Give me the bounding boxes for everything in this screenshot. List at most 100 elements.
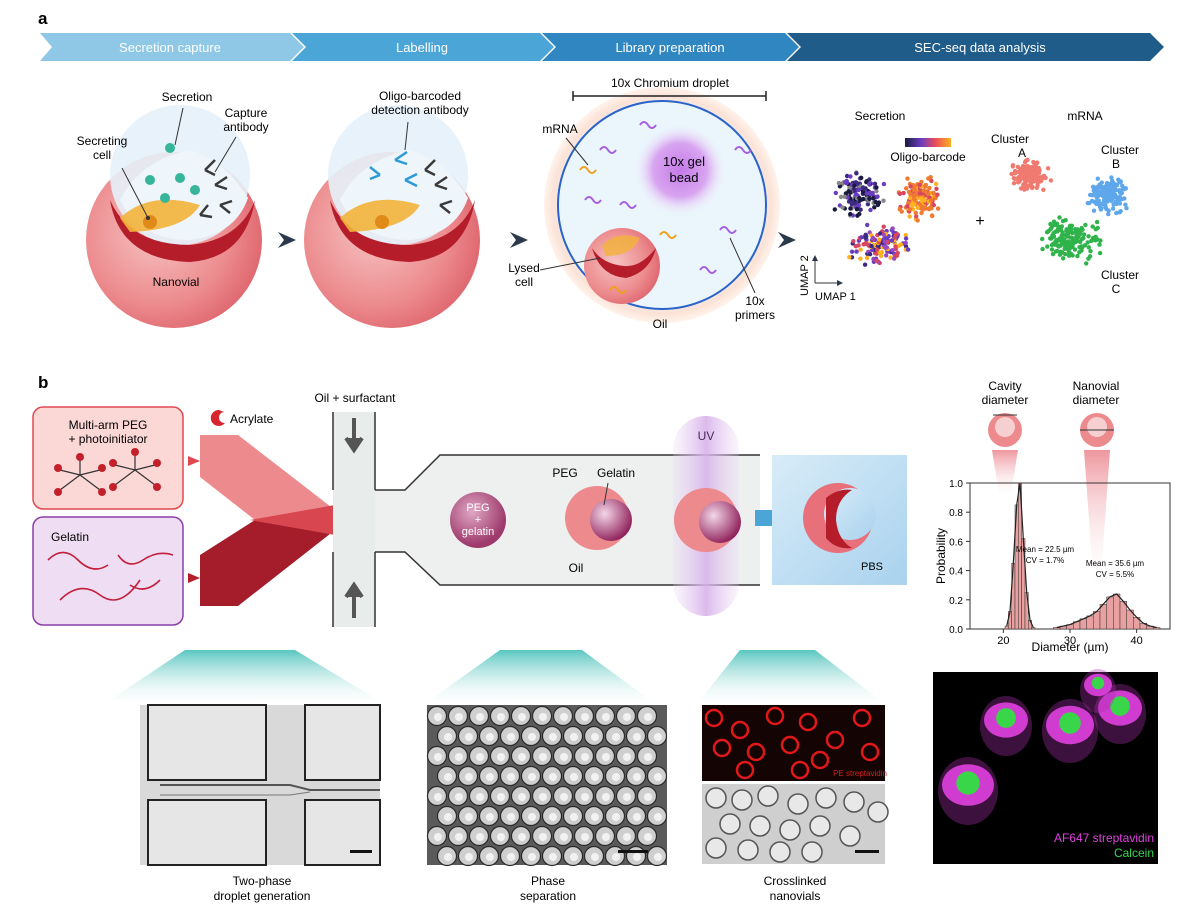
nanovial-brightfield xyxy=(719,813,741,835)
secretion-point xyxy=(904,186,909,191)
mrna-point xyxy=(1103,189,1108,195)
secretion-point xyxy=(856,202,862,208)
histogram-xlabel: Diameter (µm) xyxy=(1032,640,1109,654)
nanovial-fluor xyxy=(704,708,724,728)
mrna-point xyxy=(1023,158,1029,163)
banner-step-1-label: Secretion capture xyxy=(119,40,221,55)
droplet-core xyxy=(518,753,526,761)
secretion-point xyxy=(893,233,898,238)
mrna-point xyxy=(1068,227,1074,232)
mrna-point xyxy=(1097,189,1103,194)
mrna-point xyxy=(1066,250,1072,255)
nanovial-fluor xyxy=(730,720,750,740)
mrna-point xyxy=(1032,172,1037,177)
funnel-2 xyxy=(430,650,650,700)
mrna-point xyxy=(1040,236,1045,242)
secretion-point xyxy=(917,182,922,188)
secretion-point xyxy=(836,180,842,186)
mrna-point xyxy=(1091,208,1097,213)
droplet-core xyxy=(570,853,578,861)
nanovial-brightfield xyxy=(757,785,779,807)
droplet-core xyxy=(497,833,505,841)
mrna-point xyxy=(1017,179,1022,184)
step-arrow-1 xyxy=(278,232,296,248)
mrna-point xyxy=(1097,242,1102,247)
secretion-point xyxy=(872,181,878,186)
calcein-cell xyxy=(1110,696,1130,716)
mrna-point xyxy=(1094,194,1099,200)
secretion-point xyxy=(859,235,864,240)
histogram-bar xyxy=(1119,601,1127,630)
mrna-point xyxy=(1019,175,1024,180)
secretion-point xyxy=(857,195,862,201)
workflow-banner: Secretion capture Labelling Library prep… xyxy=(40,33,1164,61)
nanovial-fluor xyxy=(860,742,880,762)
mrna-point xyxy=(1087,200,1092,206)
mrna-point xyxy=(1049,247,1055,252)
secretion-point xyxy=(912,192,918,198)
secretion-point xyxy=(856,243,861,248)
secretion-point xyxy=(875,202,881,208)
droplet-core xyxy=(507,813,515,821)
oil-surfactant-label: Oil + surfactant xyxy=(314,391,396,405)
y-tick-label: 0.0 xyxy=(949,625,963,636)
secretion-point xyxy=(864,255,870,261)
droplet-core xyxy=(476,753,484,761)
mrna-point xyxy=(1084,261,1089,266)
y-tick-label: 0.2 xyxy=(949,596,963,607)
secretion-point xyxy=(881,224,886,229)
af647-label: AF647 streptavidin xyxy=(1054,831,1154,845)
droplet-core xyxy=(570,813,578,821)
uv-label: UV xyxy=(698,429,715,443)
secretion-point xyxy=(854,192,859,197)
mrna-point xyxy=(1062,246,1067,251)
mrna-point xyxy=(1027,165,1032,171)
secretion-point xyxy=(919,198,924,203)
droplet-core xyxy=(612,813,620,821)
nanovial-fluor xyxy=(735,760,755,780)
nanovial-brightfield xyxy=(787,793,809,815)
droplet-core xyxy=(644,753,652,761)
secretion-point xyxy=(859,175,864,180)
secretion-point xyxy=(888,255,893,260)
secretion-point xyxy=(903,240,908,246)
mrna-point xyxy=(1045,244,1050,249)
droplet-core xyxy=(570,733,578,741)
x-tick-label: 20 xyxy=(997,635,1009,647)
x-tick-label: 30 xyxy=(1064,635,1076,647)
gelatin-label: Gelatin xyxy=(597,466,635,480)
secretion-point xyxy=(913,210,918,215)
droplet-core xyxy=(539,793,547,801)
secretion-point xyxy=(869,243,874,249)
mrna-point xyxy=(1095,184,1101,189)
secretion-point xyxy=(912,184,917,189)
histogram-frame xyxy=(969,482,1171,630)
secretion-point xyxy=(867,252,873,257)
droplet-core xyxy=(497,793,505,801)
mrna-point xyxy=(1105,185,1111,190)
secretion-point xyxy=(881,181,887,187)
secretion-point xyxy=(854,171,859,176)
secretion-point xyxy=(898,242,904,247)
gelatin-reservoir: Gelatin xyxy=(32,516,184,626)
secretion-point xyxy=(881,232,886,237)
secretion-point xyxy=(929,178,934,184)
histogram-bar xyxy=(1086,615,1094,630)
droplet-core xyxy=(549,773,557,781)
mrna-point xyxy=(1120,183,1125,188)
mrna-point xyxy=(1009,171,1014,177)
secretion-point xyxy=(912,197,917,202)
histogram-bar xyxy=(1093,611,1101,630)
mrna-point xyxy=(1033,177,1039,182)
secretion-point xyxy=(842,194,847,199)
secretion-point xyxy=(884,245,889,250)
pbs-label: PBS xyxy=(861,561,883,573)
secretion-point xyxy=(890,226,895,231)
